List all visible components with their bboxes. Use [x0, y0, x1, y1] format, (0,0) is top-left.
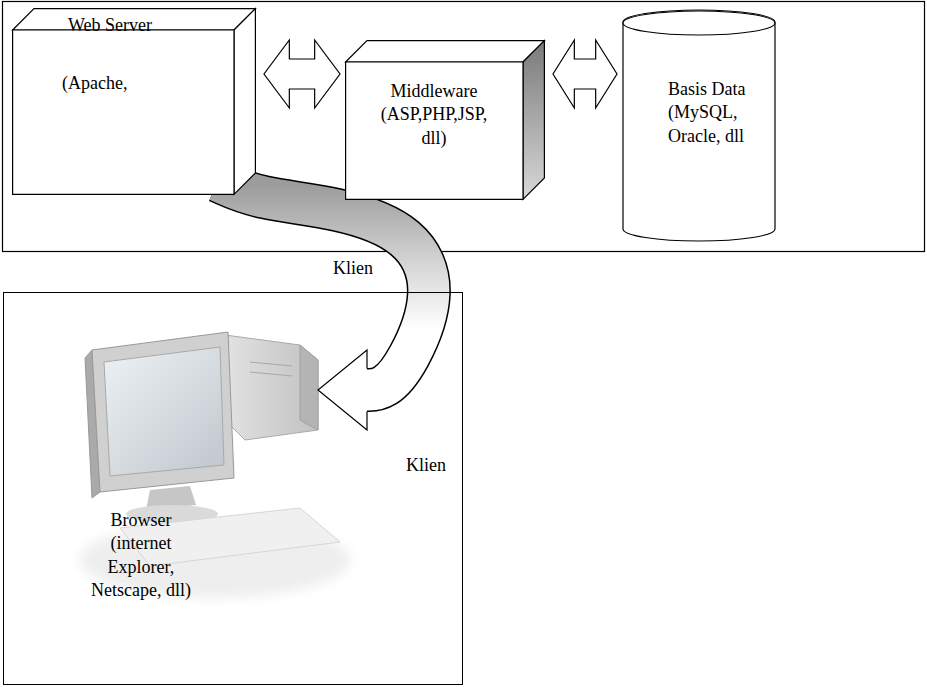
- box-outline: [12, 8, 256, 195]
- arrow-shape: [264, 40, 340, 108]
- browser-label: Browser (internet Explorer, Netscape, dl…: [81, 509, 201, 603]
- middleware-box: Middleware (ASP,PHP,JSP, dll): [345, 40, 545, 200]
- tower-side: [300, 345, 318, 430]
- client-label: Klien: [406, 454, 446, 477]
- box-side-face: [523, 41, 544, 200]
- arrow-head: [318, 350, 367, 430]
- monitor-screen: [104, 347, 224, 476]
- box-text: Middleware (ASP,PHP,JSP, dll): [366, 80, 502, 150]
- box-title: Web Server: [68, 14, 228, 37]
- box-front-face: [13, 30, 234, 194]
- double-block-arrow: [553, 40, 617, 108]
- box-text: Basis Data (MySQL, Oracle, dll: [668, 78, 768, 148]
- box-top-face: [346, 41, 545, 62]
- curved-arrow: [218, 181, 429, 430]
- client-label: Klien: [331, 257, 375, 280]
- arrow-band: [218, 181, 429, 390]
- box-front-face: [346, 62, 523, 199]
- web-server-box: Web Server (Apache,: [12, 8, 256, 195]
- cylinder-body: [623, 10, 775, 241]
- tower-slot: [250, 372, 292, 376]
- tower-slot: [250, 362, 292, 366]
- client-box: KlienBrowser (internet Explorer, Netscap…: [3, 292, 463, 685]
- box-text: (Apache,: [62, 72, 212, 95]
- arrow-head-fill: [318, 350, 367, 430]
- arrow-shape: [553, 40, 617, 108]
- arrow-band-outline: [218, 181, 429, 390]
- cylinder-top: [623, 11, 775, 35]
- double-block-arrow: [264, 40, 340, 108]
- box-side-face: [234, 9, 255, 195]
- database-cylinder: Basis Data (MySQL, Oracle, dll: [622, 10, 776, 242]
- server-region: [3, 2, 925, 252]
- computer-tower: [225, 335, 318, 440]
- monitor-bezel: [92, 332, 234, 492]
